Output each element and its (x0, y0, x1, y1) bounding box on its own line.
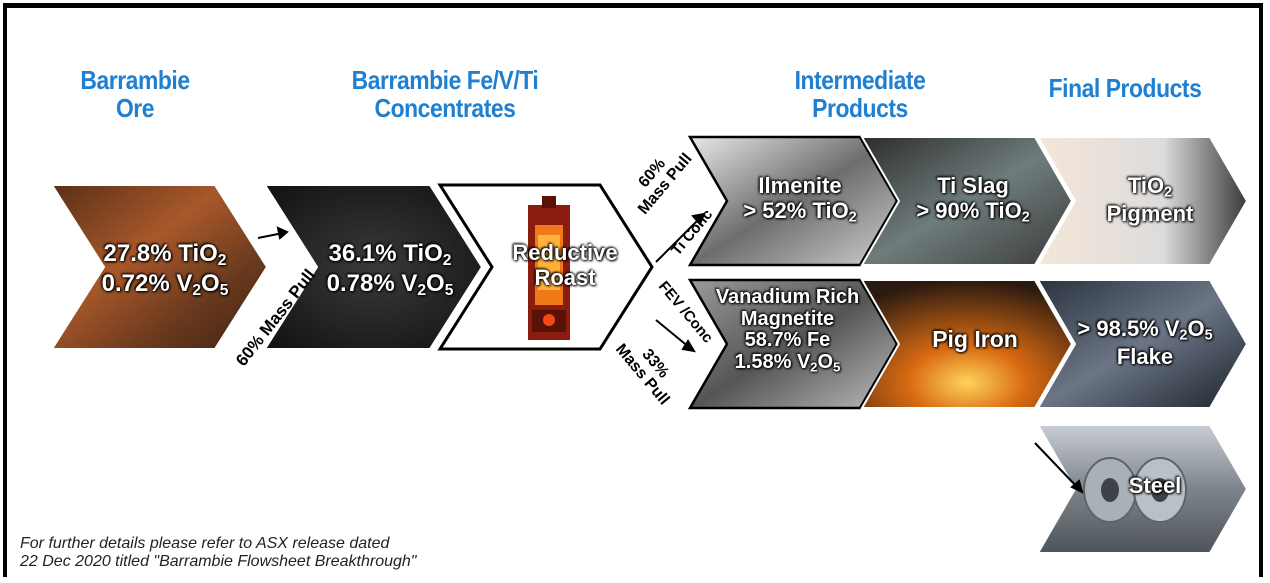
ti-slag-line2: > 90% TiO (916, 198, 1022, 224)
conc-o-sub: 5 (444, 281, 454, 299)
heading-intermediate-line2: Products (812, 93, 908, 123)
footnote-line2: 22 Dec 2020 titled "Barrambie Flowsheet … (20, 553, 417, 570)
ti-slag-line1: Ti Slag (937, 173, 1009, 198)
heading-ore-line1: Barrambie (80, 65, 190, 95)
v2o5-flake-label: > 98.5% V2O5 Flake (1070, 316, 1220, 369)
ilmenite-line2: > 52% TiO (743, 198, 849, 224)
arrow-icon (257, 226, 289, 240)
ilmenite-chevron (687, 135, 899, 267)
ti-slag-chevron (860, 136, 1074, 266)
pig-iron-text: Pig Iron (932, 326, 1018, 352)
ore-o-sub: 5 (219, 281, 229, 299)
arrow-icon (655, 212, 706, 263)
flake-v-sub: 2 (1179, 327, 1188, 344)
steel-coil-icon (1083, 457, 1187, 523)
footnote: For further details please refer to ASX … (20, 535, 416, 571)
roast-label: Reductive Roast (500, 240, 630, 291)
roast-line1: Reductive (512, 240, 618, 265)
magnetite-line1: Vanadium Rich (715, 286, 860, 308)
arrow-icon (1034, 442, 1084, 494)
flake-o-sub: 5 (1204, 327, 1213, 344)
ore-tio2-text: 27.8% TiO (103, 240, 218, 267)
ti-slag-label: Ti Slag > 90% TiO2 (898, 173, 1048, 226)
flake-o-text: O (1187, 316, 1205, 341)
magnetite-v-sub: 2 (810, 359, 818, 375)
heading-concentrates-line2: Concentrates (374, 93, 516, 123)
magnetite-chevron (687, 278, 899, 410)
roast-line2: Roast (534, 265, 596, 291)
pig-iron-label: Pig Iron (900, 326, 1050, 352)
ore-chevron (50, 184, 269, 350)
pigment-tio-text: TiO (1127, 173, 1165, 198)
tio2-pigment-label: TiO2 Pigment (1090, 173, 1210, 226)
heading-ore-line2: Ore (115, 93, 155, 123)
heading-final-line1: Final Products (1048, 73, 1202, 103)
ore-label: 27.8% TiO2 0.72% V2O5 (95, 240, 235, 300)
concentrate-label: 36.1% TiO2 0.78% V2O5 (310, 240, 470, 300)
arrow-icon (655, 319, 696, 353)
flake-line2: Flake (1116, 344, 1174, 369)
pigment-sub: 2 (1164, 184, 1173, 201)
magnetite-label: Vanadium Rich Magnetite 58.7% Fe 1.58% V… (700, 286, 875, 375)
conc-v-text: 0.78% V (326, 269, 418, 297)
heading-ore: Barrambie Ore (65, 66, 206, 122)
magnetite-line3: 58.7% Fe (744, 329, 831, 352)
ti-slag-sub: 2 (1021, 209, 1030, 226)
heading-concentrates-line1: Barrambie Fe/V/Ti (351, 65, 539, 95)
magnetite-o-text: O (817, 350, 834, 373)
heading-final: Final Products (1033, 74, 1218, 102)
tio2-pigment-chevron (1036, 136, 1249, 266)
v2o5-flake-chevron (1036, 279, 1249, 409)
footnote-line1: For further details please refer to ASX … (20, 535, 390, 552)
slide-frame (3, 3, 1263, 577)
conc-tio2-text: 36.1% TiO (328, 240, 443, 267)
heading-concentrates: Barrambie Fe/V/Ti Concentrates (326, 66, 564, 122)
magnetite-line2: Magnetite (740, 307, 835, 330)
ore-v-sub: 2 (192, 281, 202, 299)
ore-tio2-sub: 2 (217, 251, 227, 269)
concentrate-chevron (263, 184, 484, 350)
pigment-line2: Pigment (1106, 201, 1194, 226)
conc-tio2-sub: 2 (442, 251, 452, 269)
ilmenite-sub: 2 (848, 209, 857, 226)
ilmenite-line1: Ilmenite (758, 173, 842, 198)
magnetite-o-sub: 5 (833, 359, 841, 375)
ore-v-text: 0.72% V (101, 269, 193, 297)
steel-text: Steel (1128, 473, 1182, 498)
heading-intermediate-line1: Intermediate (794, 65, 926, 95)
flake-v-text: > 98.5% V (1077, 316, 1180, 341)
ilmenite-label: Ilmenite > 52% TiO2 (730, 173, 870, 226)
conc-o-text: O (426, 269, 445, 297)
steel-label: Steel (1110, 473, 1200, 498)
ore-o-text: O (201, 269, 220, 297)
conc-v-sub: 2 (417, 281, 427, 299)
magnetite-line4: 1.58% V (734, 350, 811, 373)
heading-intermediate: Intermediate Products (772, 66, 948, 122)
pig-iron-chevron (860, 279, 1074, 409)
furnace-icon (528, 196, 570, 340)
